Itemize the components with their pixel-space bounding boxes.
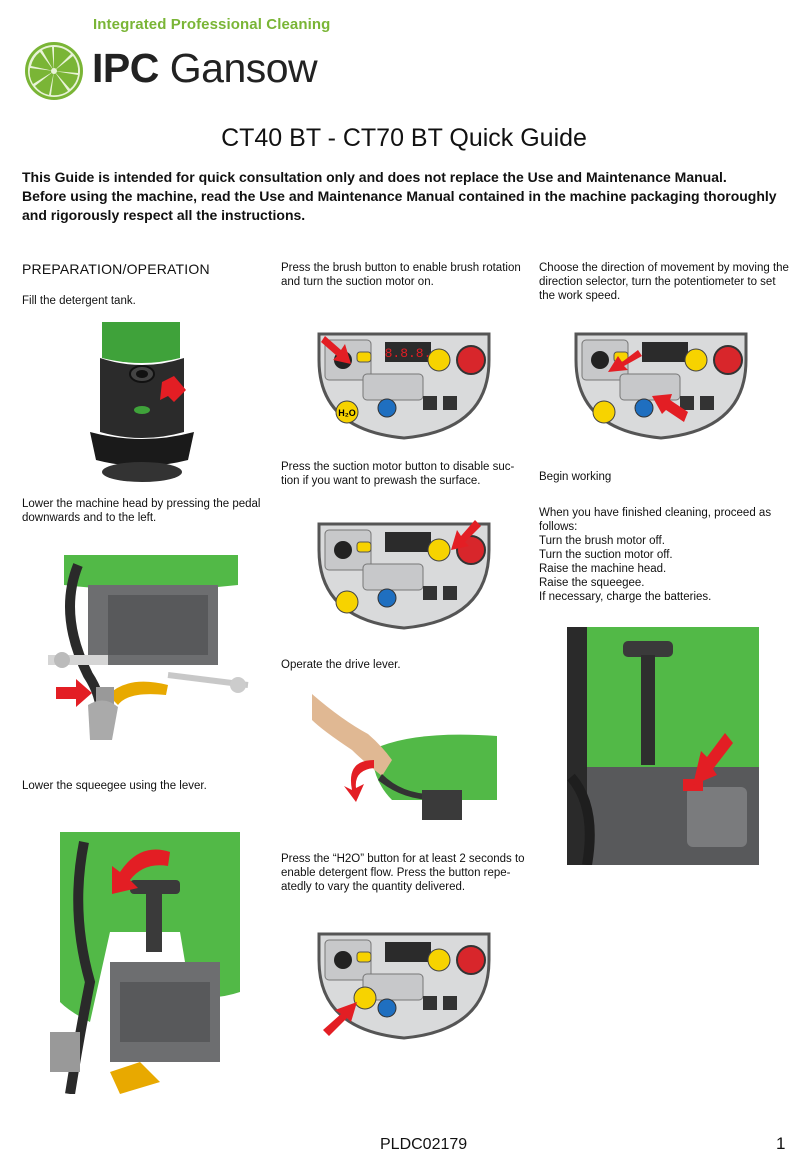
brand-logo: IPC Gansow [92, 45, 318, 91]
brand-tagline: Integrated Professional Cleaning [93, 16, 331, 33]
col3-step-1: Choose the direction of movement by movi… [539, 262, 789, 302]
control-panel-photo-direction [572, 330, 750, 440]
citrus-slice-icon [24, 41, 84, 101]
control-panel-photo-brush: 8.8.8. H₂O [315, 330, 493, 440]
finish-item: If necessary, charge the batteries. [539, 591, 712, 603]
page-title: CT40 BT - CT70 BT Quick Guide [221, 124, 587, 152]
finish-item: Turn the brush motor off. [539, 535, 665, 547]
col2-step-2: Press the suction motor button to disabl… [281, 461, 515, 487]
col3-step-2: Begin working [539, 471, 612, 483]
finish-item: Raise the squeegee. [539, 577, 645, 589]
finish-intro: When you have finished cleaning, proceed… [539, 507, 772, 533]
detergent-tank-photo [88, 322, 196, 486]
panel-h2o-label: H₂O [338, 408, 356, 418]
col1-step-2: Lower the machine head by pressing the p… [22, 498, 261, 524]
control-panel-photo-suction [315, 520, 493, 630]
col2-step-3: Operate the drive lever. [281, 659, 401, 671]
panel-display: 8.8.8. [385, 346, 432, 361]
col2-step-4: Press the “H2O” button for at least 2 se… [281, 853, 525, 893]
intro-line-1: This Guide is intended for quick consult… [22, 169, 727, 185]
col1-step-1: Fill the detergent tank. [22, 295, 136, 307]
raise-lever-photo [567, 627, 759, 865]
col3-step-3: When you have finished cleaning, proceed… [539, 506, 789, 604]
pedal-photo [48, 555, 253, 740]
squeegee-lever-photo [50, 832, 240, 1094]
finish-item: Turn the suction motor off. [539, 549, 673, 561]
intro-line-2: Before using the machine, read the Use a… [22, 188, 777, 223]
finish-item: Raise the machine head. [539, 563, 667, 575]
col2-step-1: Press the brush button to enable brush r… [281, 262, 521, 288]
page-number: 1 [776, 1134, 786, 1153]
col1-step-3: Lower the squeegee using the lever. [22, 780, 207, 792]
document-code: PLDC02179 [380, 1136, 468, 1153]
drive-lever-photo [312, 690, 497, 820]
intro-text: This Guide is intended for quick consult… [22, 168, 792, 225]
control-panel-photo-h2o [315, 930, 493, 1040]
section-heading: PREPARATION/OPERATION [22, 261, 210, 277]
